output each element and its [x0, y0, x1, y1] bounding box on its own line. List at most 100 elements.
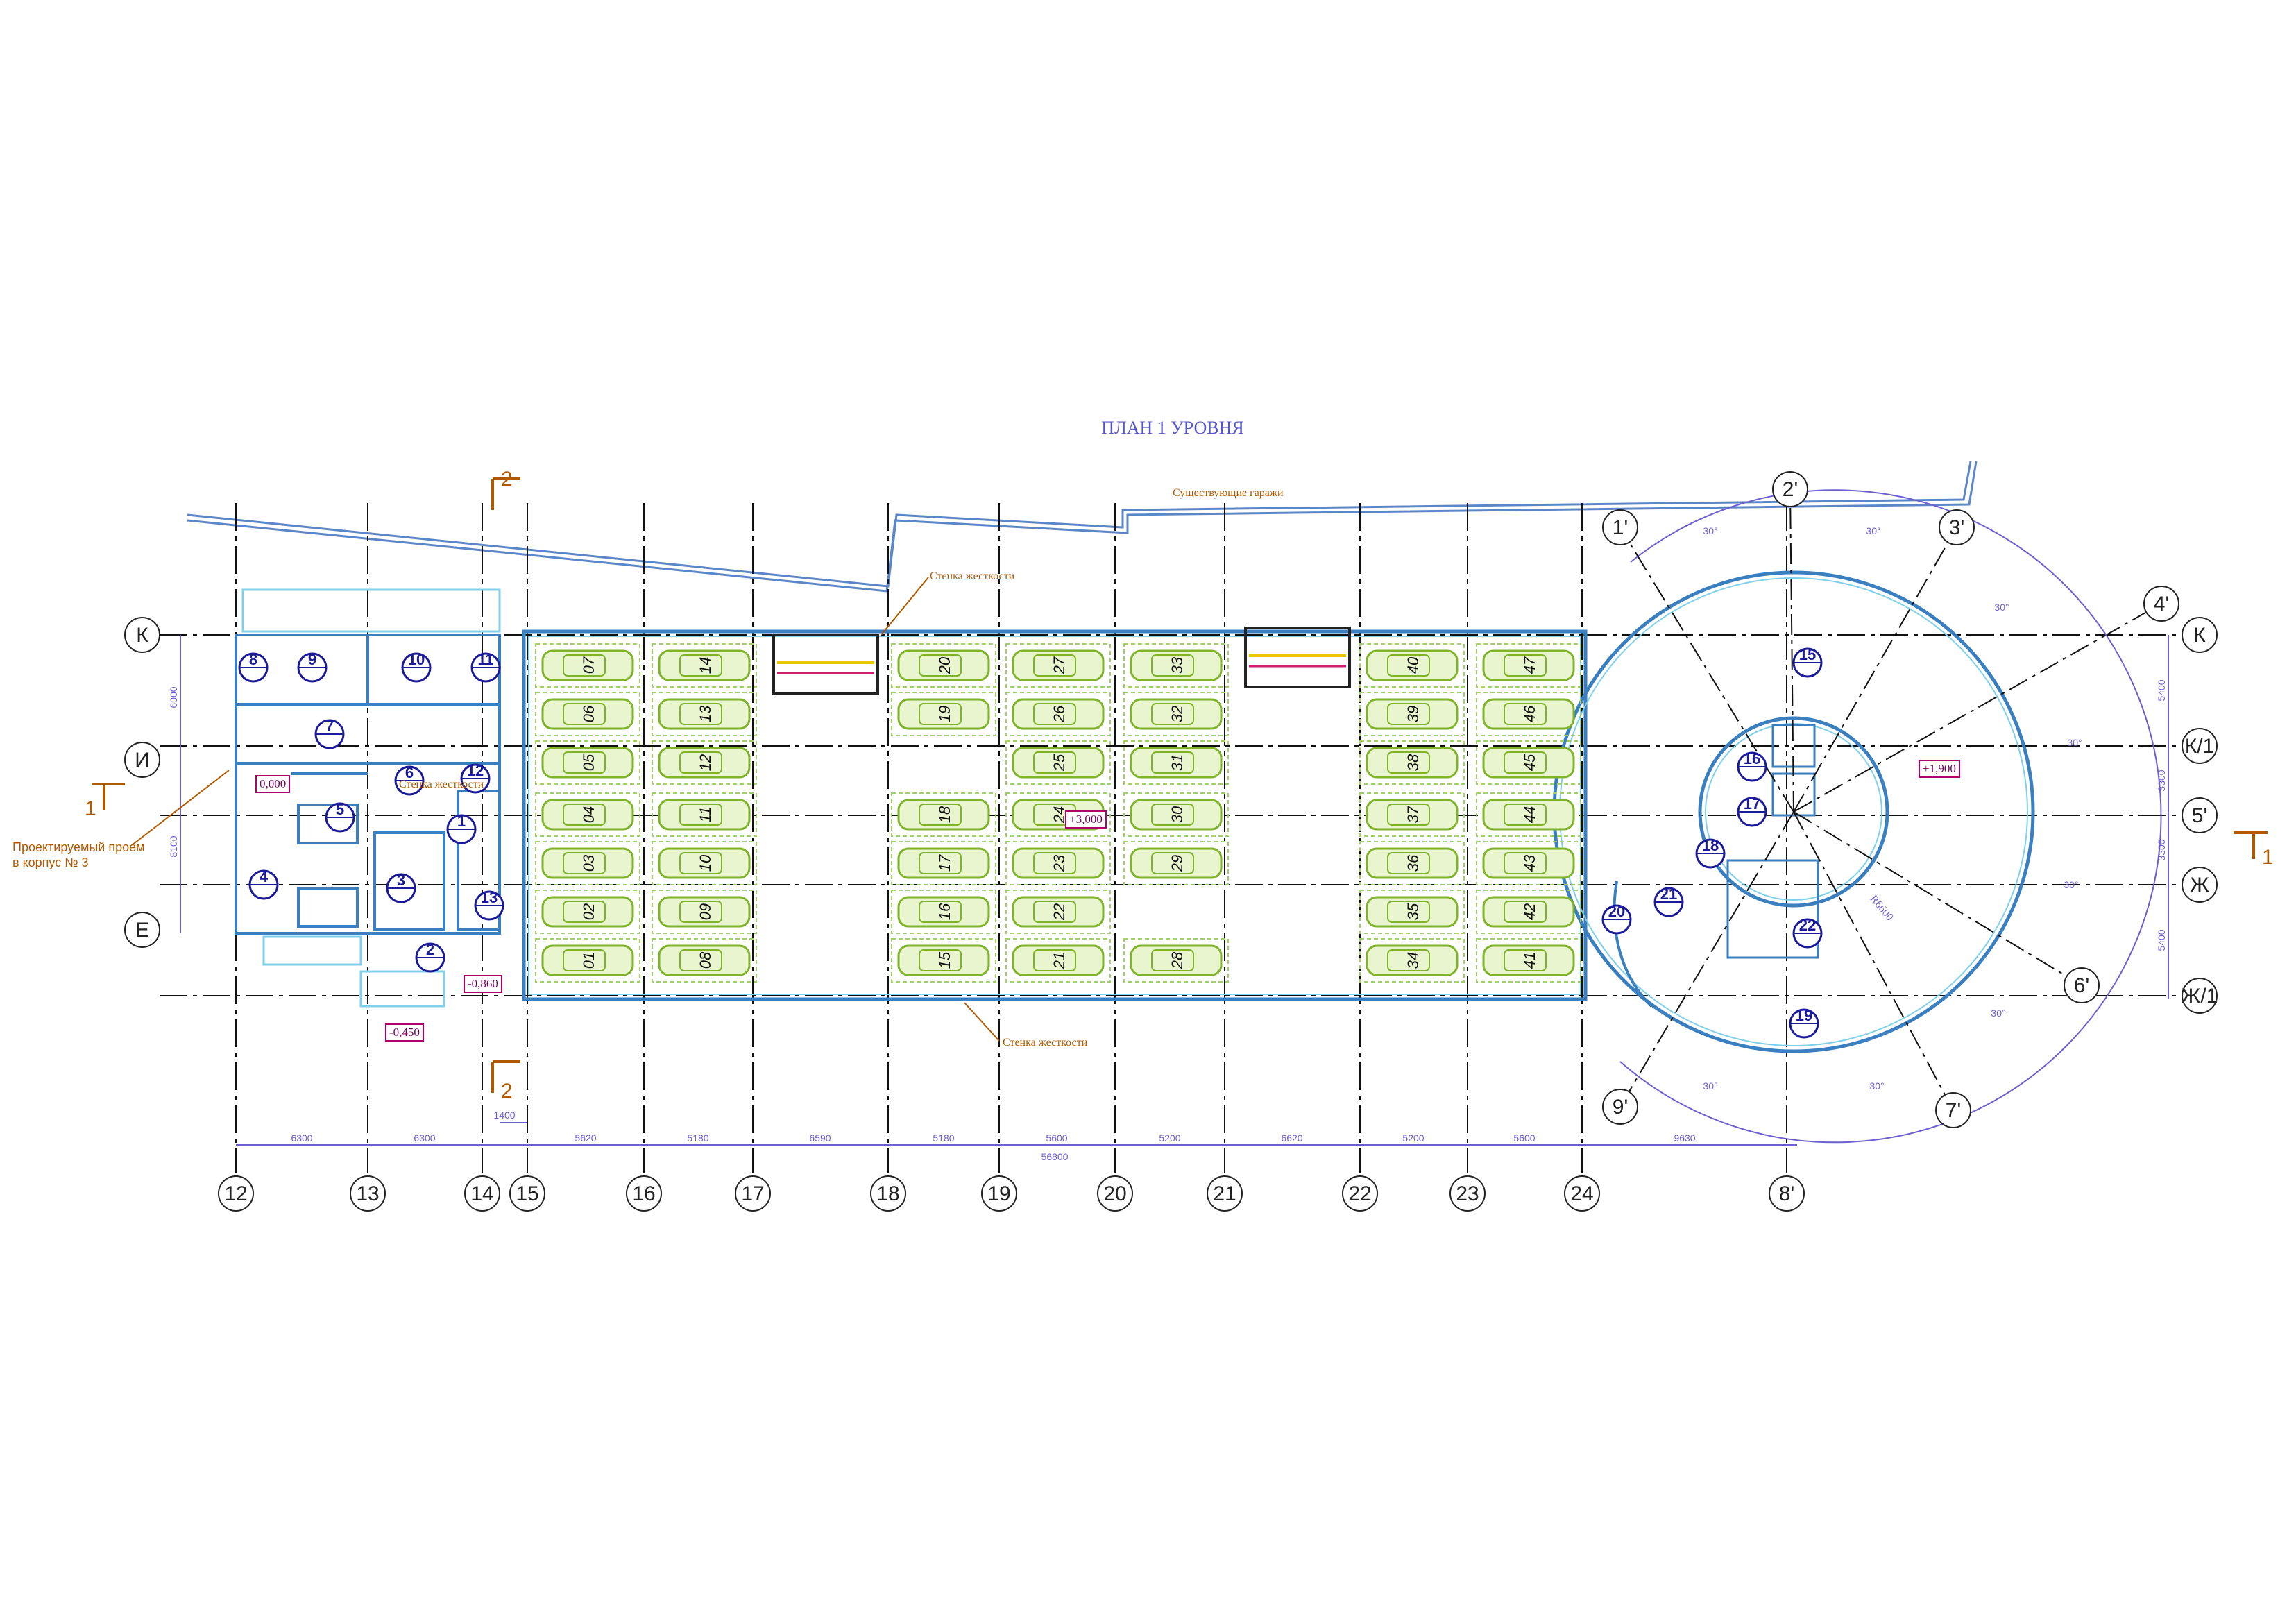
parking-slot-label: 46 [1521, 705, 1538, 722]
parking-slot-label: 25 [1051, 754, 1068, 772]
slot-frame [1359, 938, 1465, 983]
dimension-bottom-6: 6590 [809, 1132, 831, 1144]
parking-slot-16: 16 [891, 890, 996, 934]
parking-slot-label: 04 [580, 806, 597, 823]
slot-frame [1476, 890, 1581, 934]
axis-bubble-8'-circle [1769, 1175, 1805, 1212]
parking-slot-05: 05 [535, 740, 640, 785]
axis-bubble-radial-7: 9' [1602, 1089, 1638, 1125]
axis-bubble-19-circle [981, 1175, 1017, 1212]
car-roof [919, 901, 962, 923]
axis-bubble-radial-4-circle [2143, 586, 2179, 622]
car-icon [1012, 747, 1105, 779]
car-icon [1366, 649, 1459, 681]
elevation-3000: +3,000 [1065, 810, 1107, 829]
axis-bubble-left-1-label: К [136, 624, 148, 647]
parking-slot-21: 21 [1005, 938, 1111, 983]
parking-slot-label: 09 [697, 903, 714, 920]
axis-bubble-radial-7-label: 9' [1613, 1096, 1628, 1119]
car-roof [1033, 901, 1076, 923]
axis-bubble-21: 21 [1207, 1175, 1243, 1212]
parking-slot-label: 10 [697, 854, 714, 872]
slot-frame [652, 792, 757, 837]
slot-frame [1359, 692, 1465, 736]
axis-bubble-14: 14 [464, 1175, 500, 1212]
axis-bubble-radial-2-label: 2' [1783, 478, 1798, 501]
slot-frame [1005, 643, 1111, 688]
car-roof [1151, 804, 1194, 826]
parking-slot-label: 01 [580, 952, 597, 969]
car-icon [1482, 799, 1575, 831]
car-icon [541, 944, 634, 976]
room-marker-label: 10 [408, 651, 425, 668]
parking-slot-label: 44 [1521, 806, 1538, 823]
axis-bubble-24-circle [1564, 1175, 1600, 1212]
parking-slot-26: 26 [1005, 692, 1111, 736]
parking-slot-label: 37 [1404, 806, 1422, 823]
parking-slot-label: 20 [936, 656, 953, 674]
parking-slot-27: 27 [1005, 643, 1111, 688]
car-roof [1387, 703, 1430, 725]
axis-bubble-20-circle [1097, 1175, 1133, 1212]
car-icon [1130, 847, 1223, 879]
car-icon [1366, 799, 1459, 831]
car-icon [658, 896, 751, 928]
projected-opening-line-2: в корпус № 3 [12, 856, 89, 869]
car-icon [897, 896, 990, 928]
room-marker-label: 11 [477, 651, 493, 668]
slot-frame [1359, 643, 1465, 688]
room-marker-label: 3 [397, 872, 405, 889]
slot-frame [1005, 890, 1111, 934]
dimension-bottom-8: 5600 [1046, 1132, 1067, 1144]
parking-slot-label: 38 [1404, 754, 1422, 771]
parking-slot-10: 10 [652, 841, 757, 885]
slot-frame [891, 890, 996, 934]
dimension-right-4: 5400 [2156, 929, 2167, 951]
slot-frame [535, 740, 640, 785]
parking-slot-label: 33 [1168, 656, 1186, 674]
car-icon [897, 847, 990, 879]
room-marker-label: 5 [336, 801, 344, 818]
parking-slot-22: 22 [1005, 890, 1111, 934]
car-icon [658, 698, 751, 730]
axis-bubble-right-2-label: К/1 [2185, 735, 2215, 758]
parking-slot-43: 43 [1476, 841, 1581, 885]
slot-frame [891, 841, 996, 885]
parking-slot-label: 18 [936, 806, 953, 823]
parking-slot-33: 33 [1123, 643, 1229, 688]
car-roof [1504, 949, 1547, 971]
car-icon [1012, 896, 1105, 928]
radial-line-5 [1793, 811, 2082, 986]
slot-frame [535, 692, 640, 736]
slot-frame [1123, 692, 1229, 736]
car-icon [541, 649, 634, 681]
slot-frame [535, 890, 640, 934]
parking-slot-label: 14 [697, 657, 714, 674]
slot-frame [1005, 792, 1111, 837]
slot-frame [1123, 841, 1229, 885]
room-marker-label: 9 [308, 651, 316, 668]
elevation-m0450: -0,450 [385, 1023, 424, 1042]
car-icon [1012, 649, 1105, 681]
elevation-0000: 0,000 [255, 775, 291, 793]
axis-bubble-16-circle [626, 1175, 662, 1212]
car-icon [1366, 944, 1459, 976]
parking-slot-20: 20 [891, 643, 996, 688]
slot-frame [535, 792, 640, 837]
dimension-bottom-7: 5180 [933, 1132, 954, 1144]
room-marker-9: 9 [297, 651, 328, 683]
room-marker-label: 2 [426, 941, 434, 958]
axis-bubble-radial-1: 1' [1602, 509, 1638, 545]
dimension-bottom-2: 6300 [414, 1132, 435, 1144]
parking-slot-label: 08 [697, 951, 714, 969]
slot-frame [1476, 841, 1581, 885]
car-roof [679, 901, 722, 923]
axis-bubble-23: 23 [1449, 1175, 1486, 1212]
axis-bubble-20: 20 [1097, 1175, 1133, 1212]
dimension-bottom-13: 9630 [1674, 1132, 1695, 1144]
slot-frame [1359, 841, 1465, 885]
parking-slot-label: 31 [1168, 754, 1186, 771]
axis-bubble-radial-5-circle [2064, 967, 2100, 1003]
parking-slot-44: 44 [1476, 792, 1581, 837]
radial-line-1 [1619, 527, 1794, 813]
